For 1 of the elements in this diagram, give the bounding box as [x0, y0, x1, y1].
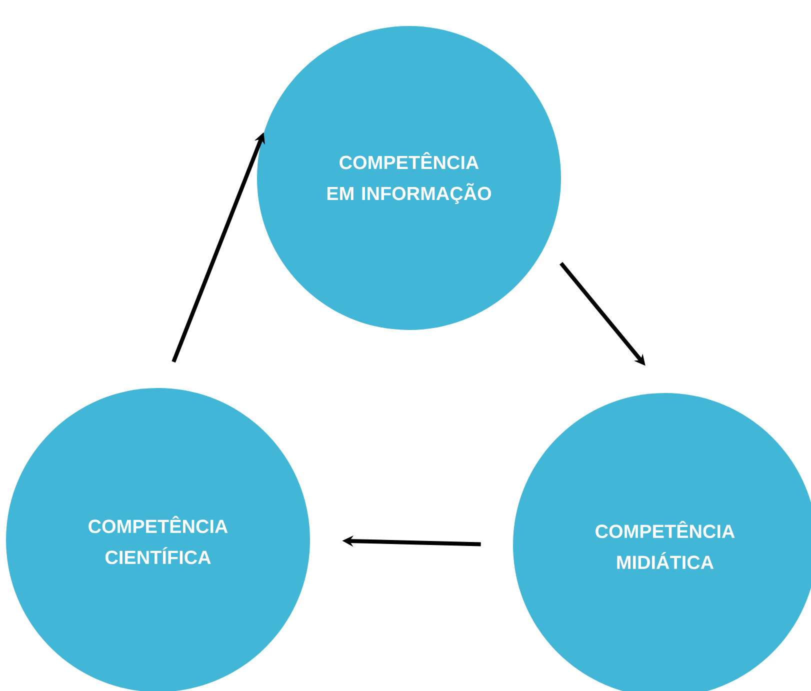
circle-node: COMPETÊNCIA EM INFORMAÇÃO: [257, 26, 561, 330]
